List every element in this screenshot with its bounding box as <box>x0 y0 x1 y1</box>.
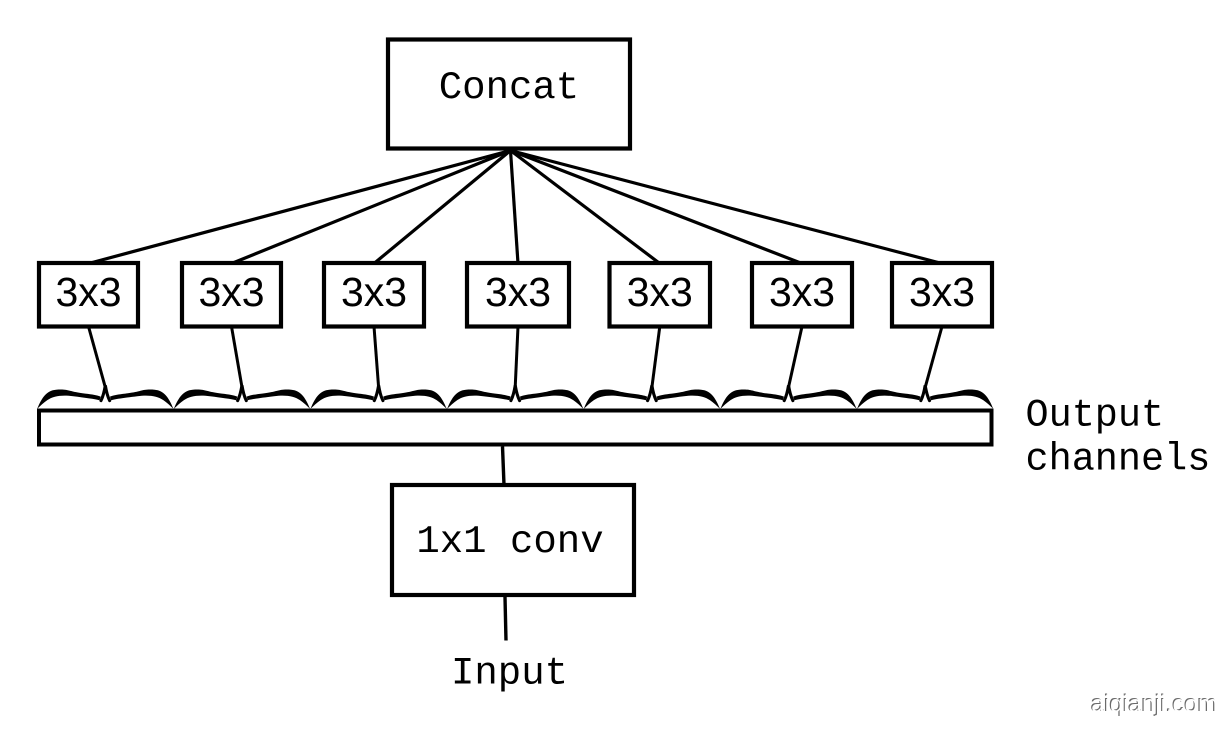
svg-text:3x3: 3x3 <box>55 269 121 315</box>
svg-text:3x3: 3x3 <box>909 269 975 315</box>
svg-text:3x3: 3x3 <box>198 269 264 315</box>
svg-text:3x3: 3x3 <box>627 269 693 315</box>
svg-text:3x3: 3x3 <box>485 269 551 315</box>
svg-text:aiqianji.com: aiqianji.com <box>1090 690 1217 717</box>
svg-text:Concat: Concat <box>439 66 579 110</box>
svg-text:Output: Output <box>1026 394 1165 438</box>
svg-text:3x3: 3x3 <box>769 269 835 315</box>
svg-text:channels: channels <box>1026 438 1211 482</box>
svg-text:Input: Input <box>451 652 568 696</box>
svg-text:aiqianji.com: aiqianji.com <box>1091 691 1218 718</box>
svg-text:3x3: 3x3 <box>341 269 407 315</box>
svg-text:1x1 conv: 1x1 conv <box>416 520 603 564</box>
